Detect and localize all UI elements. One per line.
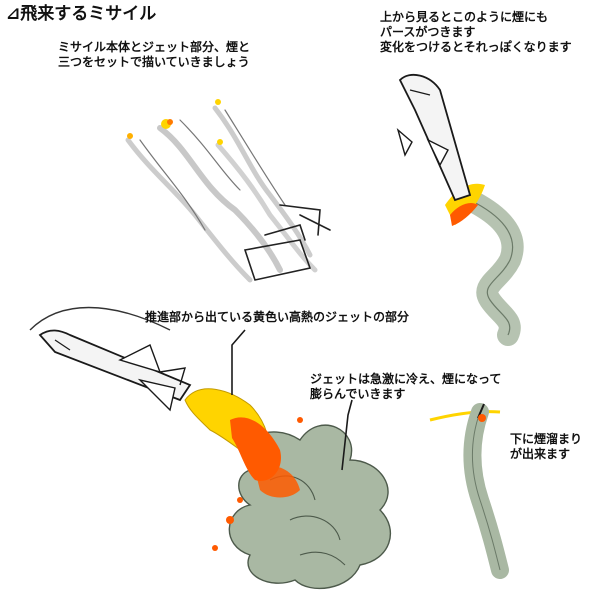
missile-group-small	[125, 99, 331, 283]
note-jet: 推進部から出ている黄色い高熱のジェットの部分	[145, 310, 409, 325]
missile-large	[29, 306, 192, 412]
note-three-parts: ミサイル本体とジェット部分、煙と 三つをセットで描いていきましょう	[58, 40, 250, 70]
note-perspective: 上から見るとこのように煙にも パースがつきます 変化をつけるとそれっぽくなります	[380, 10, 572, 55]
note-smoke-pool: 下に煙溜まり が出来ます	[510, 432, 582, 462]
note-line: 推進部から出ている黄色い高熱のジェットの部分	[145, 310, 410, 324]
jet-and-smoke-large	[184, 388, 391, 590]
note-line: ミサイル本体とジェット部分、煙と	[58, 40, 251, 54]
note-line: 下に煙溜まり	[510, 432, 583, 446]
note-cooling: ジェットは急激に冷え、煙になって 膨らんでいきます	[310, 372, 501, 402]
pointer-line-jet	[231, 329, 246, 395]
note-line: が出来ます	[510, 447, 571, 461]
note-line: ジェットは急激に冷え、煙になって	[310, 372, 502, 386]
page-title: ⊿飛来するミサイル	[6, 4, 157, 24]
note-line: 膨らんでいきます	[310, 387, 406, 401]
missile-bottom-right	[429, 403, 509, 579]
note-line: 三つをセットで描いていきましょう	[58, 55, 250, 69]
note-line: 上から見るとこのように煙にも	[380, 10, 549, 24]
note-line: 変化をつけるとそれっぽくなります	[380, 40, 572, 54]
pointer-line-smoke	[341, 399, 353, 471]
missile-top-view	[396, 73, 524, 346]
note-line: パースがつきます	[380, 25, 476, 39]
